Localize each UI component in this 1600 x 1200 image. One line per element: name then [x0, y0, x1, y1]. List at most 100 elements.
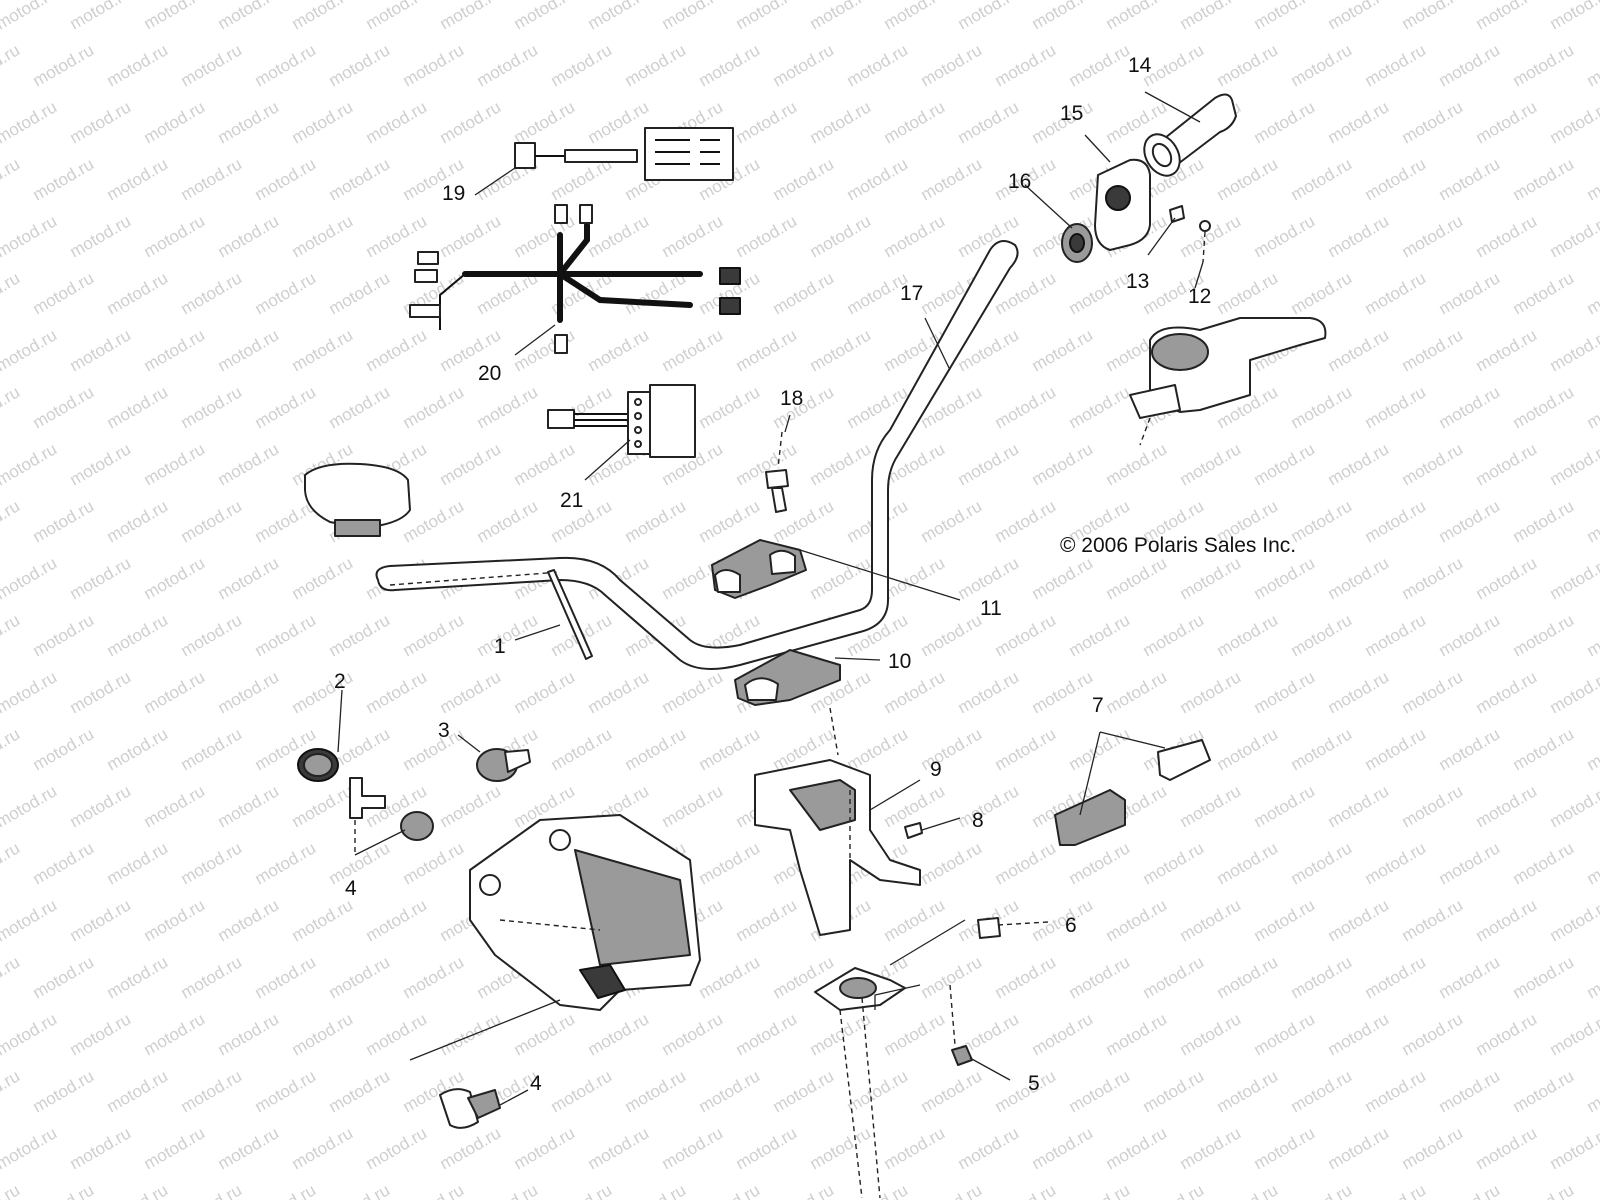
watermark-text: motod.ru — [1584, 496, 1600, 546]
watermark-text: motod.ru — [1177, 781, 1245, 831]
watermark-text: motod.ru — [1288, 724, 1356, 774]
watermark-text: motod.ru — [1584, 382, 1600, 432]
watermark-text: motod.ru — [807, 211, 875, 261]
watermark-text: motod.ru — [1510, 1180, 1578, 1200]
watermark-text: motod.ru — [733, 1009, 801, 1059]
watermark-text: motod.ru — [548, 724, 616, 774]
watermark-text: motod.ru — [289, 1009, 357, 1059]
watermark-text: motod.ru — [30, 40, 98, 90]
watermark-text: motod.ru — [326, 952, 394, 1002]
watermark-text: motod.ru — [141, 211, 209, 261]
clamp-upper — [711, 539, 807, 599]
watermark-text: motod.ru — [0, 553, 60, 603]
watermark-text: motod.ru — [1473, 667, 1541, 717]
callout-7: 7 — [1092, 694, 1104, 717]
watermark-text: motod.ru — [1510, 40, 1578, 90]
watermark-text: motod.ru — [1436, 610, 1504, 660]
watermark-text: motod.ru — [622, 1066, 690, 1116]
harness-19 — [514, 127, 734, 181]
watermark-text: motod.ru — [807, 553, 875, 603]
watermark-text: motod.ru — [1584, 154, 1600, 204]
watermark-text: motod.ru — [1436, 838, 1504, 888]
watermark-text: motod.ru — [215, 1123, 283, 1173]
throttle-housing — [1094, 158, 1151, 251]
callout-8: 8 — [972, 809, 984, 832]
watermark-text: motod.ru — [252, 1180, 320, 1200]
watermark-text: motod.ru — [844, 154, 912, 204]
watermark-text: motod.ru — [326, 1066, 394, 1116]
watermark-text: motod.ru — [363, 325, 431, 375]
watermark-text: motod.ru — [1214, 1180, 1282, 1200]
watermark-text: motod.ru — [733, 0, 801, 33]
watermark-text: motod.ru — [400, 382, 468, 432]
watermark-text: motod.ru — [1288, 1066, 1356, 1116]
watermark-text: motod.ru — [215, 1009, 283, 1059]
watermark-text: motod.ru — [104, 496, 172, 546]
watermark-text: motod.ru — [326, 40, 394, 90]
bolt-18 — [765, 431, 789, 513]
watermark-text: motod.ru — [1177, 439, 1245, 489]
watermark-text: motod.ru — [733, 325, 801, 375]
watermark-text: motod.ru — [0, 952, 23, 1002]
watermark-text: motod.ru — [1140, 1066, 1208, 1116]
watermark-text: motod.ru — [1288, 40, 1356, 90]
watermark-text: motod.ru — [1288, 382, 1356, 432]
watermark-text: motod.ru — [1362, 496, 1430, 546]
watermark-text: motod.ru — [289, 895, 357, 945]
watermark-text: motod.ru — [955, 1123, 1023, 1173]
watermark-text: motod.ru — [585, 0, 653, 33]
watermark-text: motod.ru — [0, 895, 60, 945]
watermark-text: motod.ru — [289, 781, 357, 831]
watermark-text: motod.ru — [881, 1009, 949, 1059]
watermark-text: motod.ru — [881, 97, 949, 147]
watermark-text: motod.ru — [1251, 553, 1319, 603]
watermark-text: motod.ru — [1547, 439, 1600, 489]
watermark-text: motod.ru — [1029, 325, 1097, 375]
watermark-text: motod.ru — [178, 268, 246, 318]
watermark-text: motod.ru — [955, 553, 1023, 603]
callout-1: 1 — [494, 635, 506, 658]
watermark-text: motod.ru — [1547, 553, 1600, 603]
watermark-text: motod.ru — [1436, 1066, 1504, 1116]
watermark-text: motod.ru — [1251, 211, 1319, 261]
watermark-text: motod.ru — [104, 268, 172, 318]
watermark-text: motod.ru — [1584, 40, 1600, 90]
watermark-text: motod.ru — [363, 0, 431, 33]
watermark-text: motod.ru — [67, 895, 135, 945]
watermark-text: motod.ru — [474, 610, 542, 660]
watermark-text: motod.ru — [807, 97, 875, 147]
watermark-text: motod.ru — [1436, 496, 1504, 546]
grip — [1143, 93, 1237, 177]
watermark-text: motod.ru — [326, 382, 394, 432]
watermark-text: motod.ru — [1251, 97, 1319, 147]
watermark-text: motod.ru — [178, 40, 246, 90]
screw-13 — [1169, 205, 1185, 223]
watermark-text: motod.ru — [30, 268, 98, 318]
callout-6: 6 — [1065, 914, 1077, 937]
watermark-text: motod.ru — [918, 40, 986, 90]
watermark-text: motod.ru — [1473, 439, 1541, 489]
watermark-text: motod.ru — [770, 1066, 838, 1116]
watermark-text: motod.ru — [1214, 40, 1282, 90]
watermark-text: motod.ru — [1584, 610, 1600, 660]
watermark-text: motod.ru — [696, 40, 764, 90]
watermark-text: motod.ru — [1214, 610, 1282, 660]
watermark-text: motod.ru — [104, 952, 172, 1002]
watermark-text: motod.ru — [918, 610, 986, 660]
watermark-text: motod.ru — [437, 211, 505, 261]
watermark-text: motod.ru — [1473, 211, 1541, 261]
callout-12: 12 — [1188, 285, 1211, 308]
watermark-text: motod.ru — [696, 1066, 764, 1116]
watermark-text: motod.ru — [696, 1180, 764, 1200]
watermark-text: motod.ru — [881, 211, 949, 261]
switch-housing — [1129, 317, 1327, 446]
watermark-text: motod.ru — [67, 97, 135, 147]
watermark-text: motod.ru — [1399, 97, 1467, 147]
harness-20 — [409, 204, 741, 354]
watermark-text: motod.ru — [0, 0, 60, 33]
watermark-text: motod.ru — [1103, 1123, 1171, 1173]
watermark-text: motod.ru — [696, 952, 764, 1002]
watermark-text: motod.ru — [252, 268, 320, 318]
watermark-text: motod.ru — [1547, 895, 1600, 945]
watermark-text: motod.ru — [1399, 0, 1467, 33]
